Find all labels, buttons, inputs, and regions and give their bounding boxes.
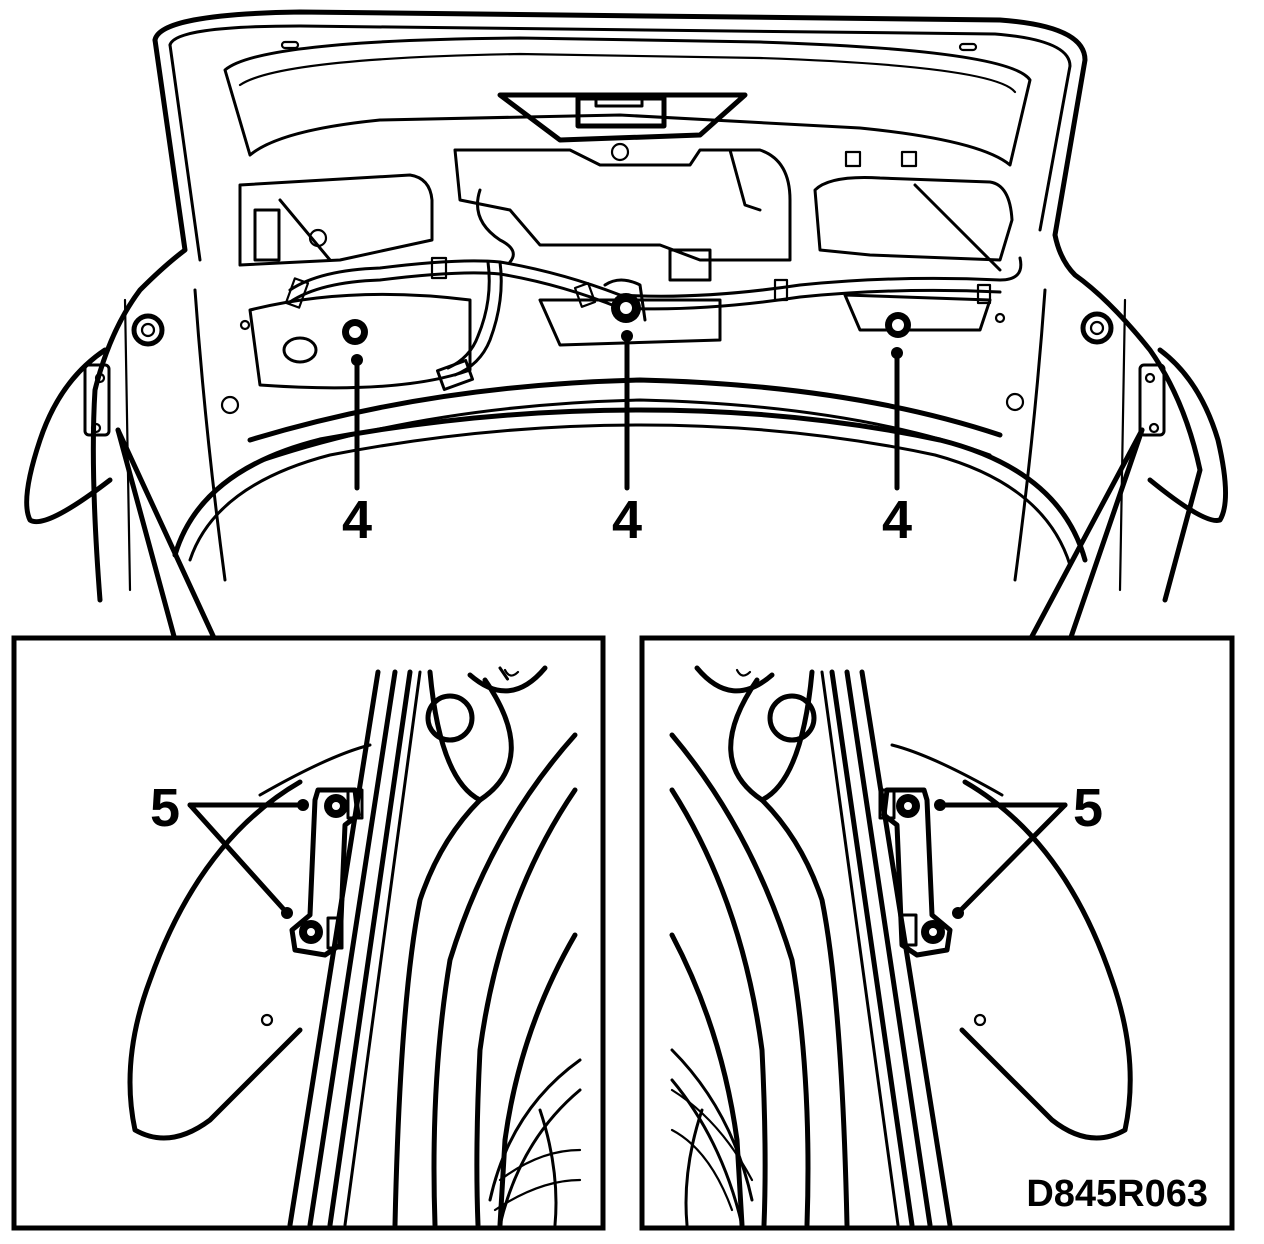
fastener-left [342,319,368,345]
callout-4-center: 4 [612,490,642,550]
callout-5-left: 5 [150,778,180,838]
leader-lines-5-left [187,799,309,919]
zoom-pointers [115,427,1145,643]
detail-inset-left [11,635,606,1231]
leader-lines-5-right [934,799,1068,919]
fastener-center [611,293,641,323]
leader-lines-4 [351,330,903,491]
callout-4-right: 4 [882,490,912,550]
bolt-right-upper [896,794,920,818]
figure-code: D845R063 [1026,1173,1208,1215]
bolt-left-upper [324,794,348,818]
trunk-lid-main-view [24,9,1228,603]
bolt-left-lower [299,920,323,944]
callout-4-left: 4 [342,490,372,550]
detail-inset-right [639,635,1235,1231]
callout-5-right: 5 [1073,778,1103,838]
bolt-right-lower [921,920,945,944]
fastener-right [885,312,911,338]
